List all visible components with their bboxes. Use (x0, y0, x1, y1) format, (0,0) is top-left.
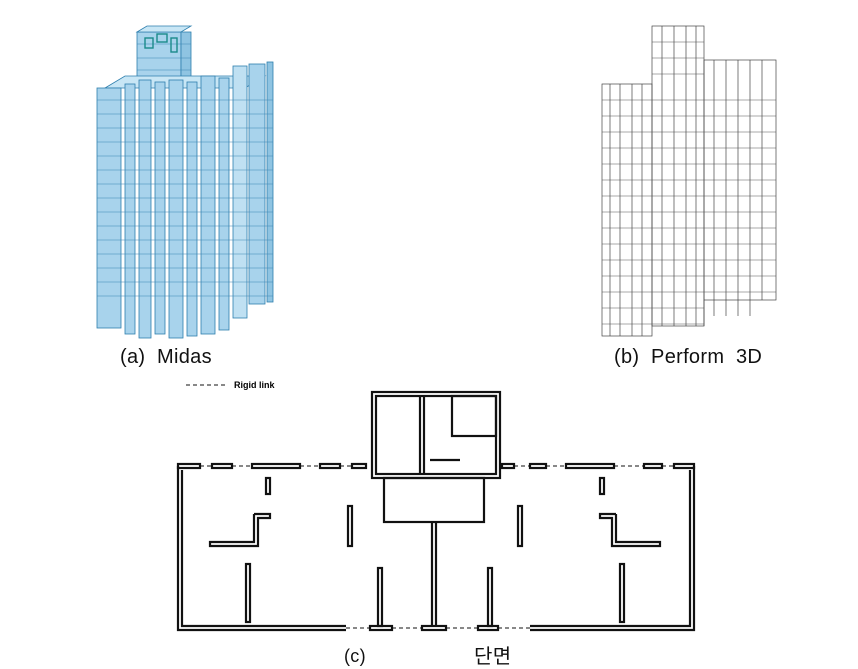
perform3d-caption: (b) Perform 3D (614, 346, 763, 368)
midas-caption: (a) Midas (120, 346, 212, 368)
section-caption-label: (c) (344, 646, 366, 666)
midas-model-view (96, 25, 274, 339)
perform3d-wireframe-view (601, 25, 777, 337)
rigid-link-legend-label: Rigid link (234, 380, 275, 390)
floor-plan-section: Rigid link (176, 380, 696, 632)
section-caption-text: 단면 (474, 644, 512, 668)
